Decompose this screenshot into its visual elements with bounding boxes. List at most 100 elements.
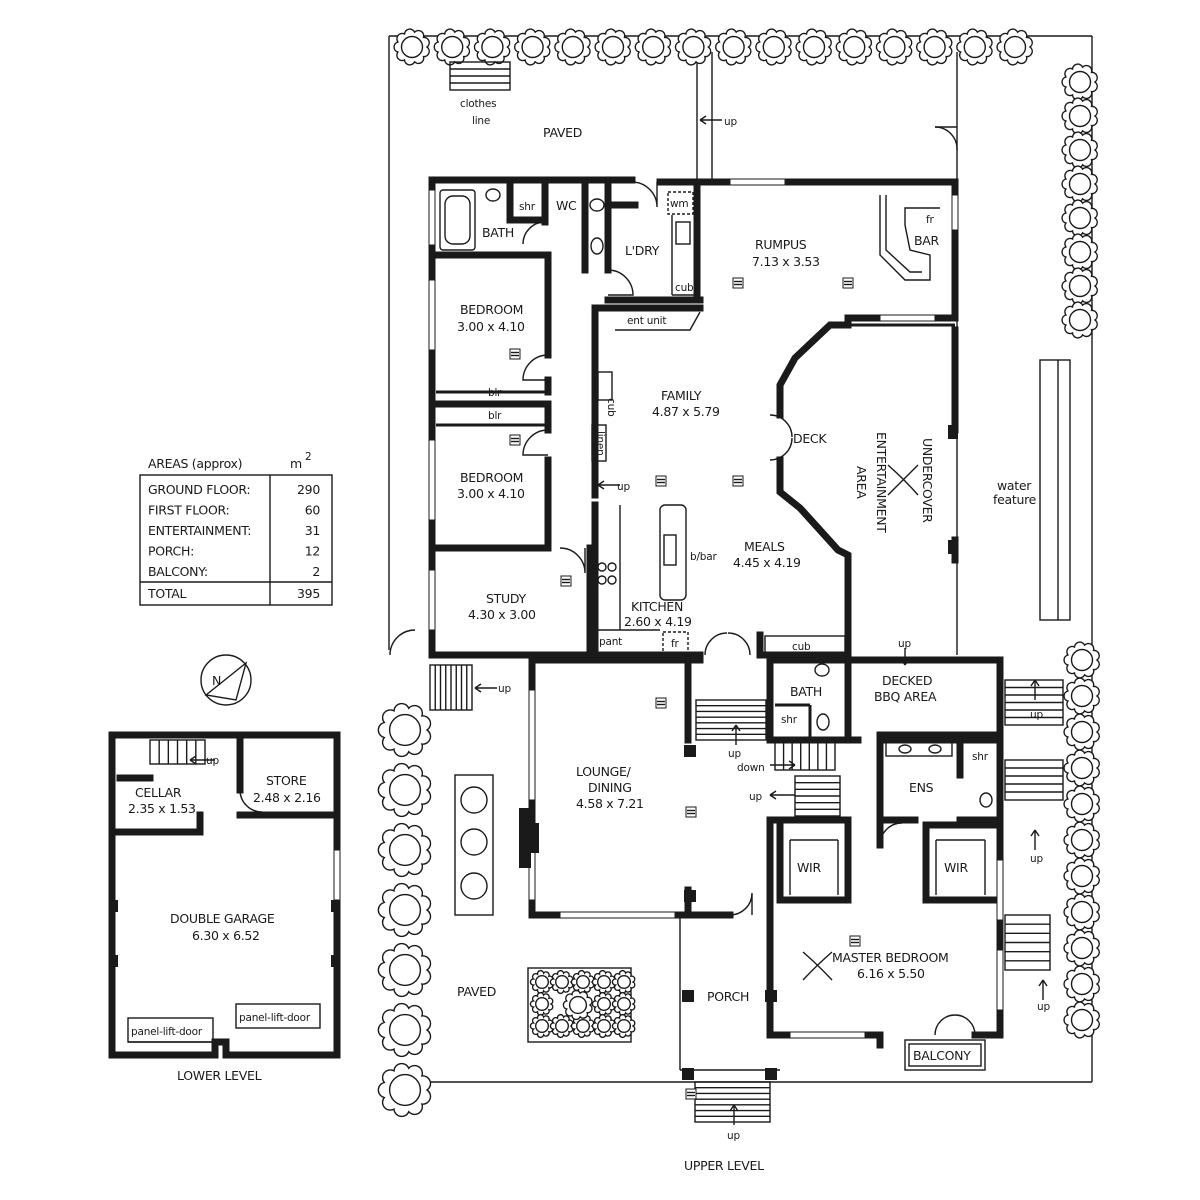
label-master-dim: 6.16 x 5.50 [857, 966, 925, 981]
lower-level [108, 731, 341, 1059]
tree-icon [611, 991, 636, 1017]
tree-icon [570, 1013, 595, 1039]
tree-row-west [377, 702, 432, 1118]
label-lounge-dim: 4.58 x 7.21 [576, 796, 644, 811]
tree-icon [513, 28, 551, 66]
label-up-porch: up [727, 1130, 740, 1142]
areas-total-value: 395 [297, 586, 320, 601]
label-up-cellar: up [206, 755, 219, 767]
pillar [948, 425, 958, 439]
label-family: FAMILY [661, 388, 702, 403]
room-labels: PAVED clothes line up BATH shr WC L'DRY … [128, 98, 1051, 1173]
label-water-2: feature [993, 492, 1037, 507]
label-rumpus: RUMPUS [755, 237, 807, 252]
label-store: STORE [266, 773, 307, 788]
pillar [684, 745, 696, 757]
tree-icon [591, 991, 616, 1017]
label-cub-ldry: cub [675, 282, 694, 294]
pillar [682, 990, 694, 1002]
fixtures [439, 188, 993, 1071]
stairs [149, 664, 1064, 1123]
tree-icon [549, 969, 574, 995]
areas-total-label: TOTAL [147, 586, 186, 601]
tree-icon [377, 882, 432, 938]
tree-icon [1063, 749, 1100, 787]
label-bedroom-2: BEDROOM [460, 470, 523, 485]
vents [509, 277, 861, 1100]
tree-icon [377, 1002, 432, 1058]
label-study: STUDY [486, 591, 526, 606]
tree-icon [1063, 821, 1100, 859]
label-wir-2: WIR [944, 860, 968, 875]
areas-unit: m [290, 456, 302, 471]
label-lounge-1: LOUNGE/ [576, 764, 632, 779]
tree-icon [377, 942, 432, 998]
label-up-lounge: up [728, 748, 741, 760]
pillar [765, 990, 777, 1002]
label-store-dim: 2.48 x 2.16 [253, 790, 321, 805]
tree-icon [591, 969, 616, 995]
tree-icon [755, 28, 792, 66]
label-balcony: BALCONY [913, 1048, 971, 1063]
label-paved-north: PAVED [543, 125, 582, 140]
tree-icon [1063, 713, 1100, 751]
label-cellar-dim: 2.35 x 1.53 [128, 801, 196, 816]
label-up-west: up [498, 683, 511, 695]
tree-icon [1063, 965, 1100, 1003]
tree-icon [611, 969, 636, 995]
label-clothes-line-1: clothes [460, 98, 496, 110]
label-up-family: up [617, 481, 630, 493]
fireplace [519, 808, 539, 868]
label-kitchen: KITCHEN [631, 599, 683, 614]
tree-icon [570, 969, 595, 995]
pillar [765, 1068, 777, 1080]
pillar [684, 890, 696, 902]
tree-icon [591, 1013, 616, 1039]
areas-row-label: ENTERTAINMENT: [148, 523, 251, 538]
label-bath: BATH [482, 225, 514, 240]
tree-icon [1061, 233, 1098, 271]
areas-row-value: 12 [305, 544, 320, 559]
label-shr-ens: shr [972, 751, 989, 763]
tree-icon [549, 1013, 574, 1039]
label-upper-level: UPPER LEVEL [684, 1158, 764, 1173]
label-master: MASTER BEDROOM [832, 950, 949, 965]
label-garage: DOUBLE GARAGE [170, 911, 275, 926]
tree-icon [594, 28, 631, 66]
tree-icon [1061, 131, 1098, 169]
areas-row-label: GROUND FLOOR: [148, 482, 250, 497]
stair-arrows [189, 115, 1048, 1125]
label-garage-dim: 6.30 x 6.52 [192, 928, 260, 943]
tree-icon [393, 28, 430, 66]
label-blr-1: blr [488, 387, 502, 399]
label-cub-corridor: cub [605, 398, 617, 417]
label-rumpus-dim: 7.13 x 3.53 [752, 254, 820, 269]
label-meals: MEALS [744, 539, 785, 554]
label-down: down [737, 762, 765, 774]
label-panel-door-2: panel-lift-door [239, 1012, 311, 1024]
label-wc: WC [556, 198, 577, 213]
garden-bed [527, 967, 636, 1043]
tree-icon [1061, 165, 1098, 203]
label-porch: PORCH [707, 989, 749, 1004]
label-decked-2: BBQ AREA [874, 689, 937, 704]
tree-icon [529, 991, 554, 1017]
tree-icon [795, 28, 832, 66]
tree-icon [714, 28, 752, 66]
label-clothes-line-2: line [472, 115, 490, 127]
label-decked-1: DECKED [882, 673, 932, 688]
label-fr-kitchen: fr [671, 638, 679, 650]
tree-row-north [393, 28, 1033, 66]
label-shr-south: shr [781, 714, 798, 726]
label-cellar: CELLAR [135, 785, 182, 800]
pillar [948, 540, 958, 554]
tree-row-southeast [1063, 641, 1100, 1039]
areas-row-label: FIRST FLOOR: [148, 503, 229, 518]
tree-icon [529, 1013, 554, 1039]
label-study-dim: 4.30 x 3.00 [468, 607, 536, 622]
label-fr-bar: fr [926, 214, 934, 226]
tree-icon [1061, 63, 1098, 101]
label-water-1: water [997, 478, 1032, 493]
label-pant: pant [599, 636, 622, 648]
label-paved-south: PAVED [457, 984, 496, 999]
